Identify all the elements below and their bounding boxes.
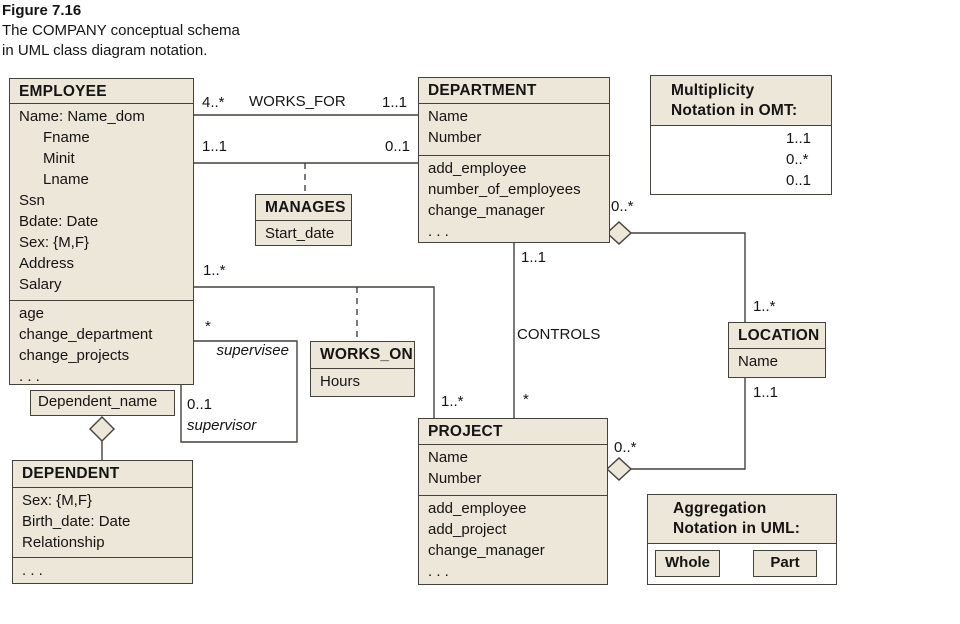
class-dependent-attributes: Sex: {M,F} Birth_date: Date Relationship — [13, 488, 192, 558]
controls-mult-department: 1..1 — [521, 249, 547, 266]
class-location-name: LOCATION — [729, 323, 825, 349]
dept-locations-mult-location: 1..* — [753, 298, 776, 315]
class-dependent-operations: . . . — [13, 558, 192, 581]
operation-line: change_manager — [428, 542, 545, 559]
figure-caption-line1: The COMPANY conceptual schema — [2, 22, 240, 39]
project-location-diamond-icon — [605, 457, 633, 481]
attribute-line: Relationship — [22, 534, 105, 551]
figure-caption: Figure 7.16 The COMPANY conceptual schem… — [2, 1, 240, 61]
supervision-role-supervisee: supervisee — [216, 342, 289, 359]
controls-mult-project: * — [523, 391, 529, 408]
class-project-operations: add_employee add_project change_manager … — [419, 496, 607, 582]
class-employee-operations: age change_department change_projects . … — [10, 301, 193, 387]
dependent-aggregation-diamond-icon — [89, 416, 115, 442]
operation-line: add_employee — [428, 160, 527, 177]
attribute-line: Bdate: Date — [19, 213, 99, 230]
controls-label: CONTROLS — [517, 326, 601, 343]
attribute-line: Address — [19, 255, 75, 272]
attribute-line: Sex: {M,F} — [19, 234, 90, 251]
qualifier-dependent-name: Dependent_name — [30, 390, 175, 416]
class-employee-name: EMPLOYEE — [10, 79, 193, 104]
department-location-diamond-icon — [605, 221, 633, 245]
class-department-attributes: Name Number — [419, 104, 609, 156]
legend-mult-row-label: 0..* — [786, 151, 809, 168]
class-department-operations: add_employee number_of_employees change_… — [419, 156, 609, 242]
operation-line: number_of_employees — [428, 181, 581, 198]
association-class-works-on: WORKS_ON Hours — [310, 341, 415, 397]
operation-line: . . . — [428, 563, 449, 580]
attribute-line: Sex: {M,F} — [22, 492, 93, 509]
association-class-manages-name: MANAGES — [256, 195, 351, 221]
operation-line: add_project — [428, 521, 507, 538]
operation-line: . . . — [22, 562, 43, 579]
project-location-line — [631, 377, 746, 470]
project-location-mult-project: 0..* — [614, 439, 637, 456]
works-on-line — [193, 286, 435, 419]
operation-line: change_projects — [19, 347, 130, 364]
legend-whole-box: Whole — [655, 550, 720, 577]
legend-aggregation-title: Aggregation Notation in UML: — [648, 495, 836, 544]
legend-mult-row-label: 0..1 — [786, 172, 812, 189]
works-for-mult-department: 1..1 — [382, 94, 408, 111]
class-dependent-name: DEPENDENT — [13, 461, 192, 488]
class-project-attributes: Name Number — [419, 445, 607, 496]
works-for-label: WORKS_FOR — [249, 93, 346, 110]
attribute-line: Number — [428, 470, 482, 487]
manages-mult-employee: 1..1 — [202, 138, 228, 155]
legend-part-box: Part — [753, 550, 817, 577]
legend-multiplicity: Multiplicity Notation in OMT: — [650, 75, 832, 195]
operation-line: change_manager — [428, 202, 545, 219]
manages-mult-department: 0..1 — [385, 138, 411, 155]
attribute-line: Name: Name_dom — [19, 108, 145, 125]
legend-aggregation-title-line1: Aggregation — [673, 500, 767, 517]
class-dependent: DEPENDENT Sex: {M,F} Birth_date: Date Re… — [12, 460, 193, 584]
operation-line: age — [19, 305, 45, 322]
operation-line: change_department — [19, 326, 153, 343]
attribute-line: Minit — [43, 150, 75, 167]
supervision-mult-supervisee: * — [205, 318, 211, 335]
supervision-role-supervisor: supervisor — [187, 417, 257, 434]
department-location-line — [631, 232, 746, 323]
operation-line: . . . — [428, 223, 449, 240]
attribute-line: Name — [428, 449, 469, 466]
class-employee: EMPLOYEE Name: Name_dom Fname Minit Lnam… — [9, 78, 194, 385]
attribute-line: Name — [738, 353, 779, 370]
legend-aggregation-title-line2: Notation in UML: — [673, 520, 801, 537]
attribute-line: Salary — [19, 276, 62, 293]
class-project: PROJECT Name Number add_employee add_pro… — [418, 418, 608, 585]
attribute-line: Start_date — [265, 225, 335, 242]
figure-caption-line2: in UML class diagram notation. — [2, 42, 208, 59]
attribute-line: Name — [428, 108, 469, 125]
legend-multiplicity-title: Multiplicity Notation in OMT: — [651, 76, 831, 126]
operation-line: add_employee — [428, 500, 527, 517]
supervision-mult-supervisor: 0..1 — [187, 396, 213, 413]
operation-line: . . . — [19, 368, 40, 385]
works-on-mult-project: 1..* — [441, 393, 464, 410]
attribute-line: Lname — [43, 171, 89, 188]
class-project-name: PROJECT — [419, 419, 607, 445]
dept-locations-mult-department: 0..* — [611, 198, 634, 215]
works-for-mult-employee: 4..* — [202, 94, 225, 111]
attribute-line: Ssn — [19, 192, 45, 209]
attribute-line: Number — [428, 129, 482, 146]
legend-mult-row-label: 1..1 — [786, 130, 812, 147]
works-on-mult-employee: 1..* — [203, 262, 226, 279]
attribute-line: Birth_date: Date — [22, 513, 131, 530]
project-location-mult-location: 1..1 — [753, 384, 779, 401]
attribute-line: Hours — [320, 373, 361, 390]
class-employee-attributes: Name: Name_dom Fname Minit Lname Ssn Bda… — [10, 104, 193, 301]
supervision-loop-line — [180, 340, 298, 443]
association-class-manages: MANAGES Start_date — [255, 194, 352, 246]
class-location: LOCATION Name — [728, 322, 826, 378]
legend-multiplicity-title-line1: Multiplicity — [671, 82, 755, 99]
association-class-works-on-name: WORKS_ON — [311, 342, 414, 369]
attribute-line: Fname — [43, 129, 90, 146]
class-department: DEPARTMENT Name Number add_employee numb… — [418, 77, 610, 243]
legend-multiplicity-title-line2: Notation in OMT: — [671, 102, 798, 119]
figure-label: Figure 7.16 — [2, 2, 82, 19]
class-department-name: DEPARTMENT — [419, 78, 609, 104]
